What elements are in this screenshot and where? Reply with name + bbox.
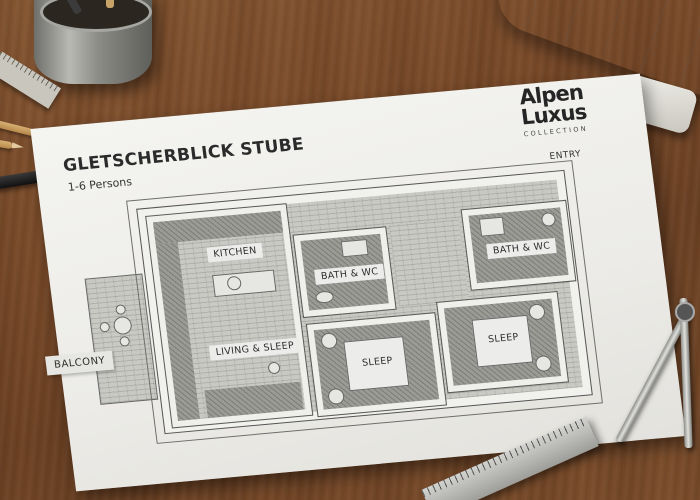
room-sleep-2: SLEEP — [436, 290, 570, 394]
toilet — [314, 290, 335, 304]
room-label-living: LIVING & SLEEP — [208, 337, 301, 361]
nightstand-lamp — [534, 354, 553, 373]
sheet-subtitle: 1-6 Persons — [67, 175, 133, 194]
compass-hinge — [675, 302, 695, 322]
sheet-title: GLETSCHERBLICK STUBE — [62, 134, 306, 177]
sink — [478, 216, 506, 237]
balcony-chair — [99, 321, 111, 333]
floor-plan: KITCHEN LIVING & SLEEP BATH & WC BATH & … — [136, 169, 593, 435]
room-sleep-1: SLEEP — [305, 312, 448, 418]
room-label-bath-2: BATH & WC — [486, 237, 558, 260]
wall-cabinets — [155, 242, 200, 421]
sink — [340, 239, 369, 258]
hallway — [389, 218, 470, 307]
nightstand-lamp — [327, 387, 346, 406]
nightstand-lamp — [320, 332, 339, 350]
room-bath-1: BATH & WC — [292, 226, 397, 319]
room-label-kitchen: KITCHEN — [206, 242, 264, 263]
room-kitchen-living: KITCHEN LIVING & SLEEP — [145, 203, 314, 429]
side-table — [267, 361, 281, 375]
kitchen-counter — [152, 210, 284, 245]
cup-pencil — [106, 0, 114, 8]
cup-tool — [53, 0, 83, 16]
nightstand-lamp — [528, 303, 546, 321]
sofa-bed — [204, 381, 304, 419]
pencil — [0, 118, 35, 137]
balcony-table — [112, 315, 133, 336]
pencil-cup — [34, 0, 152, 84]
fixture — [540, 211, 557, 228]
room-label-bath-1: BATH & WC — [314, 263, 386, 285]
pencil — [0, 137, 13, 150]
room-bath-2: BATH & WC — [460, 199, 577, 291]
balcony-chair — [119, 335, 131, 347]
brand-logo: Alpen Luxus COLLECTION — [518, 80, 589, 138]
dining-table — [212, 269, 277, 298]
balcony-chair — [115, 304, 127, 316]
